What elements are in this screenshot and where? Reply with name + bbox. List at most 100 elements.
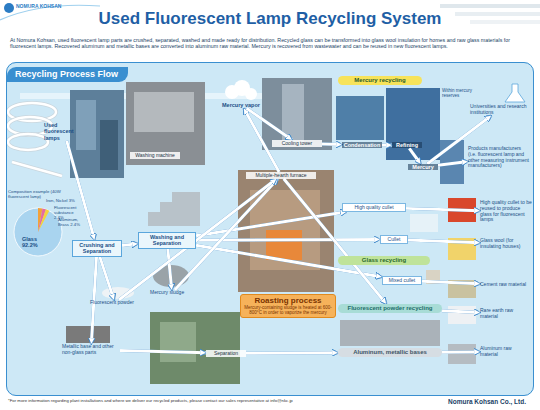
flask-icon (505, 84, 525, 102)
photo-detail (160, 322, 196, 362)
flow-arrow (422, 281, 480, 284)
tube-decor (455, 12, 540, 16)
photo-caption: Refining (392, 142, 422, 148)
flow-arrow (409, 148, 420, 164)
flow-arrow (247, 108, 293, 140)
recycling-band: Fluorescent powder recycling (338, 304, 442, 313)
node-text: High quality cullet (344, 205, 405, 211)
node-label: Glass wool (for insulating houses) (480, 238, 530, 250)
flow-arrow (322, 143, 342, 147)
node-text: Condensation (342, 142, 382, 148)
pie-aluminum (38, 209, 49, 232)
aluminum-chips-image (340, 320, 440, 346)
cooling-photo (262, 78, 332, 150)
flow-arrow (119, 179, 277, 300)
node-text: Mercury recycling (339, 77, 421, 84)
mercury-photo (386, 88, 440, 160)
node-text: Aluminum raw material (480, 346, 530, 358)
intro-note: At Nomura Kohsan, used fluorescent lamp … (10, 37, 530, 49)
flow-arrow (408, 240, 480, 243)
logo-text: NOMURA KOHSAN (16, 4, 106, 10)
node-text: Universities and research institutions (470, 104, 528, 116)
vapor-cloud (245, 88, 257, 100)
cullet-box: Mixed cullet (382, 276, 422, 285)
lamp-ring (8, 134, 48, 150)
recycling-band: Mercury recycling (338, 76, 422, 85)
node-label: Mercury vapor (222, 102, 262, 108)
node-text: Mercury sludge (150, 290, 194, 296)
node-text: Cement raw material (480, 282, 530, 288)
pie-label: Glass 92.2% (22, 236, 54, 249)
aluminum-image (448, 344, 476, 364)
node-text: Fluorescent powder recycling (339, 305, 441, 312)
node-text: High quality cullet to be reused to prod… (480, 200, 532, 223)
node-text: Mercury-containing sludge is heated at 6… (244, 305, 332, 315)
node-label: Fluorescent powder (90, 300, 140, 306)
node-text: Fluorescent powder (90, 300, 140, 306)
process-box: Washing and Separation (138, 232, 196, 249)
page-title: Used Fluorescent Lamp Recycling System (0, 9, 540, 29)
node-text: Crushing and Separation (74, 242, 120, 255)
flow-arrow (120, 351, 206, 353)
flow-arrow (284, 179, 387, 304)
node-text: Cullet (382, 237, 407, 243)
cullet-box: High quality cullet (342, 203, 406, 212)
flow-arrow (100, 257, 114, 300)
node-label: Used fluorescent lamps (44, 122, 84, 141)
metal-parts-image (66, 326, 110, 343)
photo-caption: Mercury (408, 164, 438, 170)
side-note: Within mercury reserves (442, 88, 472, 98)
lamp-tube (12, 162, 62, 176)
node-text: Products manufacturers (i.e. fluorescent… (468, 146, 530, 169)
rare-earth-image (448, 306, 476, 324)
photo-caption: Multiple-hearth furnace (246, 172, 316, 179)
flow-arrow (442, 350, 480, 353)
tube-decor (440, 4, 540, 8)
node-label: Mercury sludge (150, 290, 194, 296)
washing-photo (126, 82, 205, 165)
flow-arrow (168, 249, 172, 290)
node-label: Rare earth raw material (480, 308, 530, 320)
node-text: Glass wool (for insulating houses) (480, 238, 530, 250)
flow-arrow (122, 244, 138, 246)
node-text: Washing machine (131, 153, 180, 159)
crushing-photo (70, 90, 124, 178)
node-text: Washing and Separation (140, 234, 194, 247)
flow-arrow (438, 161, 468, 165)
node-text: Used fluorescent lamps (44, 122, 84, 141)
footer-note: *For more information regarding plant in… (8, 399, 428, 404)
furnace-glow (266, 230, 302, 260)
flow-arrow (246, 351, 338, 355)
node-text: Mixed cullet (384, 278, 421, 284)
node-label: High quality cullet to be reused to prod… (480, 200, 532, 223)
cullet-box: Cullet (380, 235, 408, 244)
node-text: Mercury (408, 164, 438, 170)
pie-label: Aluminum, Brass 2.4% (58, 218, 82, 228)
photo-caption: Condensation (342, 142, 382, 148)
flow-arrow (382, 144, 392, 147)
recycling-band: Glass recycling (338, 256, 430, 265)
condensation-photo (336, 96, 384, 140)
chute-image (148, 192, 200, 226)
node-label: Universities and research institutions (470, 104, 528, 116)
node-label: Products manufacturers (i.e. fluorescent… (468, 146, 530, 169)
node-text: Roasting process (244, 296, 332, 305)
node-text: Rare earth raw material (480, 308, 530, 320)
flow-panel: Recycling Process FlowUsed fluorescent l… (6, 62, 534, 396)
node-text: Glass recycling (339, 257, 429, 264)
node-text: Aluminum, metallic bases (339, 349, 441, 356)
node-text: Separation (207, 351, 246, 357)
node-label: Metallic base and other non-glass parts (62, 344, 120, 356)
panel-fill (6, 62, 534, 396)
node-label: Cement raw material (480, 282, 530, 288)
cullet-image (410, 214, 438, 232)
node-label: Aluminum raw material (480, 346, 530, 358)
photo-caption: Separation (206, 350, 246, 357)
node-text: Recycling Process Flow (7, 67, 128, 82)
flow-arrow (406, 208, 480, 210)
separation-photo (150, 312, 240, 384)
pie-label: Iron, Nickel 3% (46, 199, 80, 204)
